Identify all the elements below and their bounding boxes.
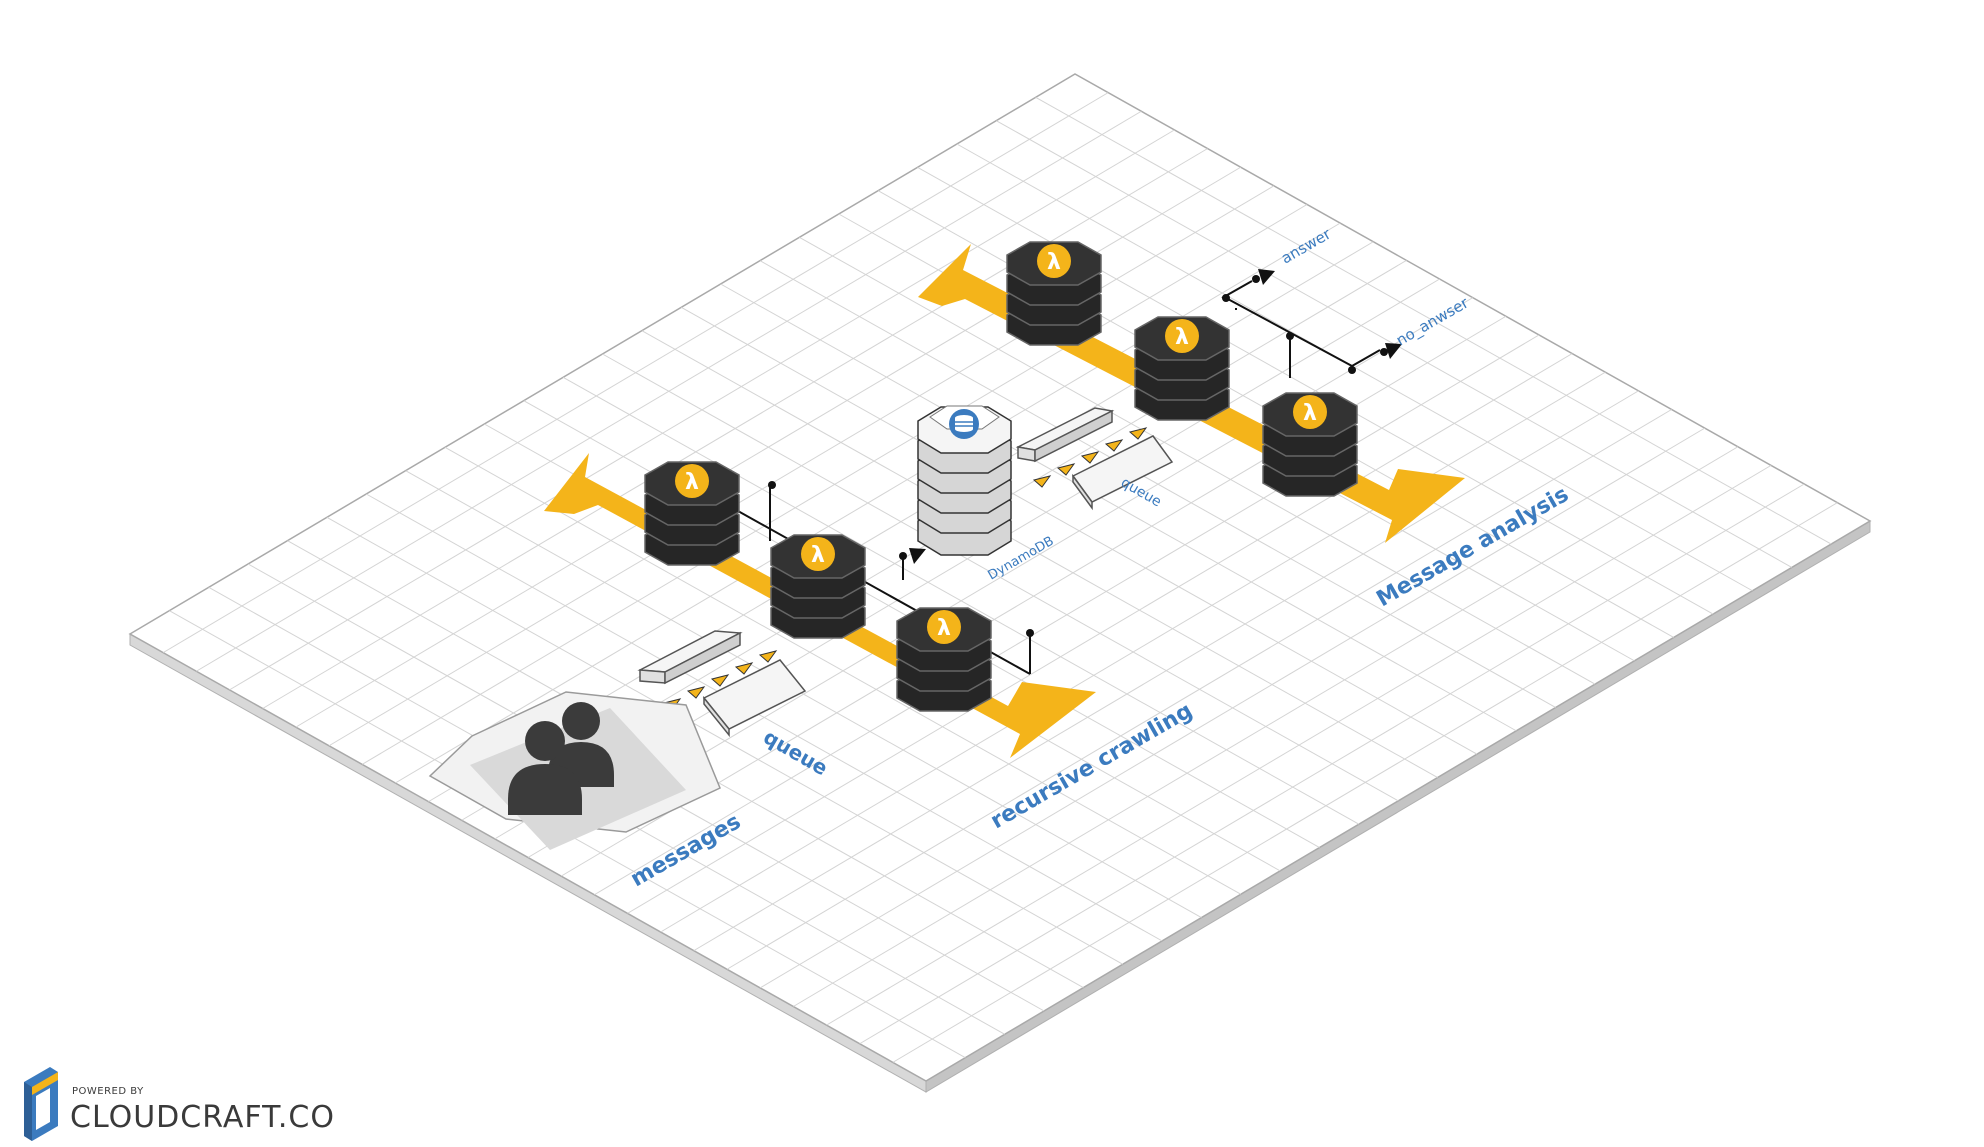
sqs-queue-icon xyxy=(1015,407,1174,511)
brand-name: CLOUDCRAFT.CO xyxy=(70,1100,335,1135)
dynamodb-icon xyxy=(917,405,1012,556)
lambda-icon: λ xyxy=(644,461,740,566)
cloudcraft-logo-icon xyxy=(24,1067,58,1141)
grid-plate xyxy=(128,73,1872,1093)
cloudcraft-branding: POWERED BY CLOUDCRAFT.CO xyxy=(24,1067,335,1141)
lambda-icon: λ xyxy=(896,607,992,712)
lambda-icon: λ xyxy=(1262,392,1358,497)
sqs-queue-icon xyxy=(637,630,807,738)
svg-text:λ: λ xyxy=(685,470,699,495)
powered-by-text: POWERED BY xyxy=(72,1086,144,1097)
lambda-icon: λ xyxy=(1134,316,1230,421)
connector-arrowheads xyxy=(909,269,1402,564)
svg-text:λ: λ xyxy=(811,543,825,568)
svg-text:λ: λ xyxy=(1047,250,1061,275)
svg-text:λ: λ xyxy=(1303,401,1317,426)
lambda-icon: λ xyxy=(770,534,866,639)
svg-text:λ: λ xyxy=(1175,325,1189,350)
users-icon xyxy=(428,691,721,850)
svg-text:λ: λ xyxy=(937,616,951,641)
lambda-icon: λ xyxy=(1006,241,1102,346)
connector-dots xyxy=(768,275,1388,637)
